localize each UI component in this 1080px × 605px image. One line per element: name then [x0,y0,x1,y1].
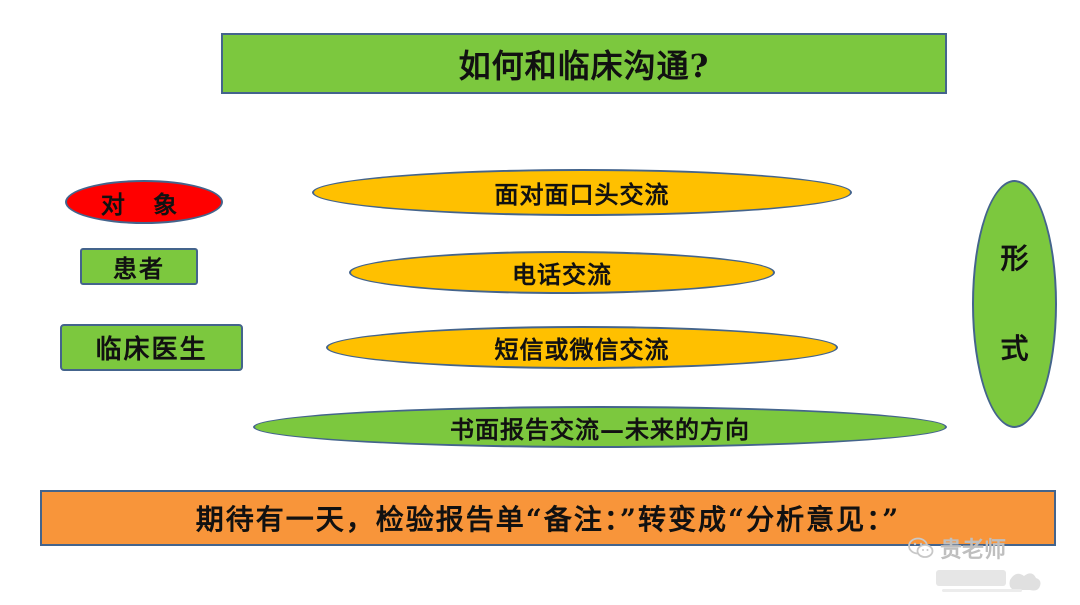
watermark-name: 贵老师 [940,538,1007,563]
audience-item-doctor: 临床医生 [60,324,243,371]
form-item-written-report: 书面报告交流—未来的方向 [253,406,947,448]
forms-label-bottom: 式 [1000,332,1029,365]
bottom-banner: 期待有一天，检验报告单“备注：”转变成“分析意见：” [40,490,1056,546]
watermark-logo [936,570,1041,592]
form-item-face-to-face: 面对面口头交流 [312,169,852,216]
forms-label-top: 形 [1000,242,1029,275]
forms-label: 形 式 [972,180,1057,428]
form-item-message: 短信或微信交流 [326,326,838,369]
watermark-top: 贵老师 [908,532,1006,564]
watermark: 贵老师 [908,532,1058,602]
wechat-icon [908,537,934,558]
audience-heading: 对 象 [65,180,223,224]
title-box: 如何和临床沟通? [221,33,947,94]
form-item-phone: 电话交流 [349,251,775,294]
audience-item-patient: 患者 [80,248,198,285]
